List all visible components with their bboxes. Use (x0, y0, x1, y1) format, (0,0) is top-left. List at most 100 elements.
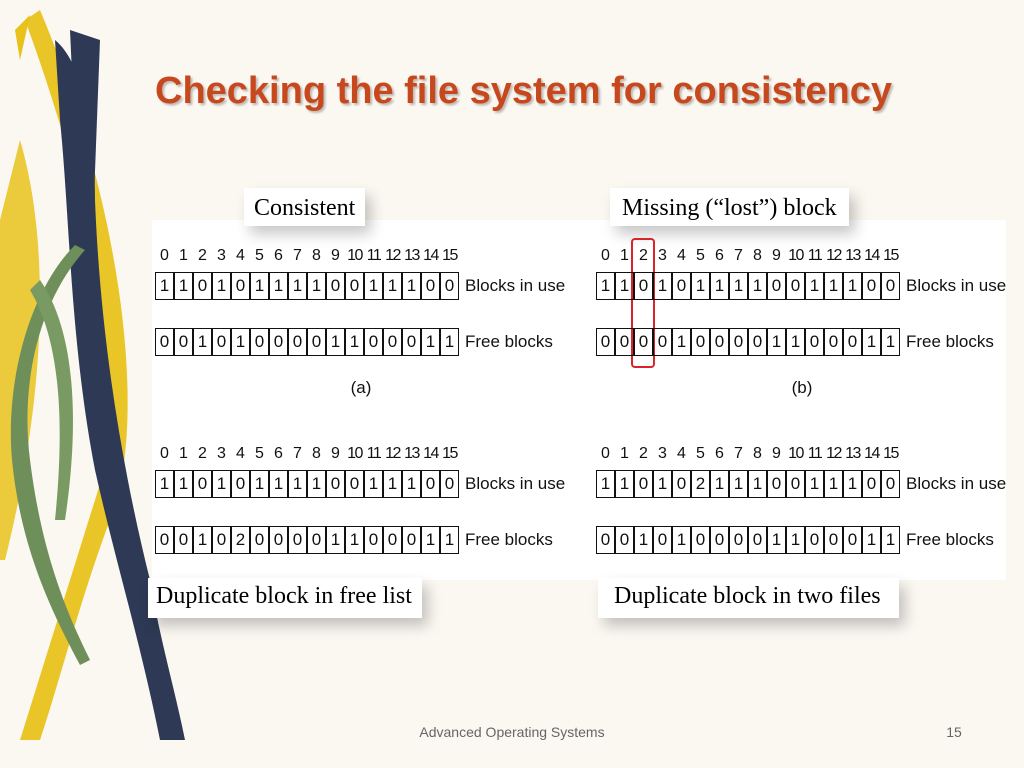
free-bit: 0 (364, 526, 383, 554)
in-use-bit: 1 (843, 470, 862, 498)
in-use-bit: 0 (672, 272, 691, 300)
label-missing-block: Missing (“lost”) block (610, 188, 849, 226)
free-bit: 0 (653, 526, 672, 554)
free-bit: 1 (786, 328, 805, 356)
block-index-label: 2 (639, 445, 648, 462)
free-bit: 1 (193, 526, 212, 554)
block-index-label: 6 (274, 445, 283, 462)
free-bit: 1 (345, 526, 364, 554)
block-index-label: 7 (734, 247, 743, 264)
free-bit: 0 (615, 328, 634, 356)
in-use-bit: 1 (402, 272, 421, 300)
in-use-bit: 1 (364, 272, 383, 300)
free-bit: 1 (672, 526, 691, 554)
in-use-bit: 1 (596, 272, 615, 300)
in-use-bit: 2 (691, 470, 710, 498)
blocks-in-use-label: Blocks in use (465, 474, 566, 493)
free-bit: 0 (805, 526, 824, 554)
block-index-label: 7 (293, 445, 302, 462)
block-index-label: 13 (845, 445, 861, 462)
block-index-label: 13 (404, 445, 420, 462)
in-use-bit: 1 (174, 470, 193, 498)
in-use-bit: 1 (307, 470, 326, 498)
block-index-label: 11 (807, 445, 823, 462)
block-index-label: 10 (788, 445, 804, 462)
block-index-label: 7 (734, 445, 743, 462)
in-use-bit: 1 (174, 272, 193, 300)
free-blocks-label: Free blocks (465, 332, 553, 351)
in-use-bit: 1 (269, 272, 288, 300)
label-consistent: Consistent (244, 188, 366, 226)
block-index-label: 2 (198, 247, 207, 264)
block-index-label: 5 (696, 445, 705, 462)
free-bit: 0 (843, 328, 862, 356)
free-blocks-label: Free blocks (465, 530, 553, 549)
block-index-label: 0 (601, 445, 610, 462)
in-use-bit: 1 (288, 470, 307, 498)
in-use-bit: 1 (383, 470, 402, 498)
lost-block-highlight (631, 238, 655, 368)
free-bit: 0 (729, 526, 748, 554)
in-use-bit: 1 (250, 470, 269, 498)
in-use-bit: 0 (881, 470, 900, 498)
block-index-label: 11 (366, 445, 382, 462)
decorative-brush-strokes (0, 10, 185, 740)
free-bit: 0 (269, 526, 288, 554)
block-index-label: 3 (217, 247, 226, 264)
block-index-label: 5 (255, 247, 264, 264)
free-bit: 0 (596, 328, 615, 356)
in-use-bit: 1 (729, 272, 748, 300)
in-use-bit: 0 (786, 470, 805, 498)
free-bit: 1 (345, 328, 364, 356)
block-index-label: 11 (807, 247, 823, 264)
free-bit: 1 (231, 328, 250, 356)
free-blocks-label: Free blocks (906, 332, 994, 351)
free-bit: 1 (862, 328, 881, 356)
in-use-bit: 1 (596, 470, 615, 498)
free-bit: 0 (269, 328, 288, 356)
in-use-bit: 1 (615, 272, 634, 300)
block-index-label: 3 (658, 445, 667, 462)
in-use-bit: 1 (269, 470, 288, 498)
free-bit: 0 (212, 328, 231, 356)
label-duplicate-two-files: Duplicate block in two files (598, 578, 899, 618)
free-bit: 0 (691, 328, 710, 356)
free-bit: 0 (653, 328, 672, 356)
free-bit: 0 (174, 328, 193, 356)
block-index-label: 0 (160, 445, 169, 462)
in-use-bit: 1 (748, 470, 767, 498)
panel-caption: (a) (350, 378, 372, 397)
free-bit: 0 (748, 328, 767, 356)
in-use-bit: 1 (824, 272, 843, 300)
block-index-label: 11 (366, 247, 382, 264)
block-index-label: 4 (236, 445, 245, 462)
free-bit: 1 (326, 526, 345, 554)
block-index-label: 15 (442, 247, 458, 264)
block-index-label: 13 (845, 247, 861, 264)
panel-caption: (b) (791, 378, 813, 397)
in-use-bit: 1 (288, 272, 307, 300)
in-use-bit: 0 (862, 470, 881, 498)
free-bit: 1 (421, 328, 440, 356)
in-use-bit: 1 (710, 470, 729, 498)
in-use-bit: 0 (767, 272, 786, 300)
block-index-label: 15 (442, 445, 458, 462)
block-index-label: 1 (620, 247, 629, 264)
block-index-label: 15 (883, 445, 899, 462)
block-index-label: 6 (715, 247, 724, 264)
block-index-label: 14 (864, 445, 880, 462)
in-use-bit: 0 (634, 272, 653, 300)
in-use-bit: 1 (250, 272, 269, 300)
blocks-in-use-label: Blocks in use (906, 276, 1007, 295)
in-use-bit: 0 (672, 470, 691, 498)
block-index-label: 0 (160, 247, 169, 264)
in-use-bit: 1 (653, 470, 672, 498)
in-use-bit: 0 (862, 272, 881, 300)
block-index-label: 8 (753, 445, 762, 462)
in-use-bit: 0 (440, 470, 459, 498)
free-bit: 0 (155, 526, 174, 554)
block-index-label: 8 (312, 445, 321, 462)
block-index-label: 9 (331, 247, 340, 264)
